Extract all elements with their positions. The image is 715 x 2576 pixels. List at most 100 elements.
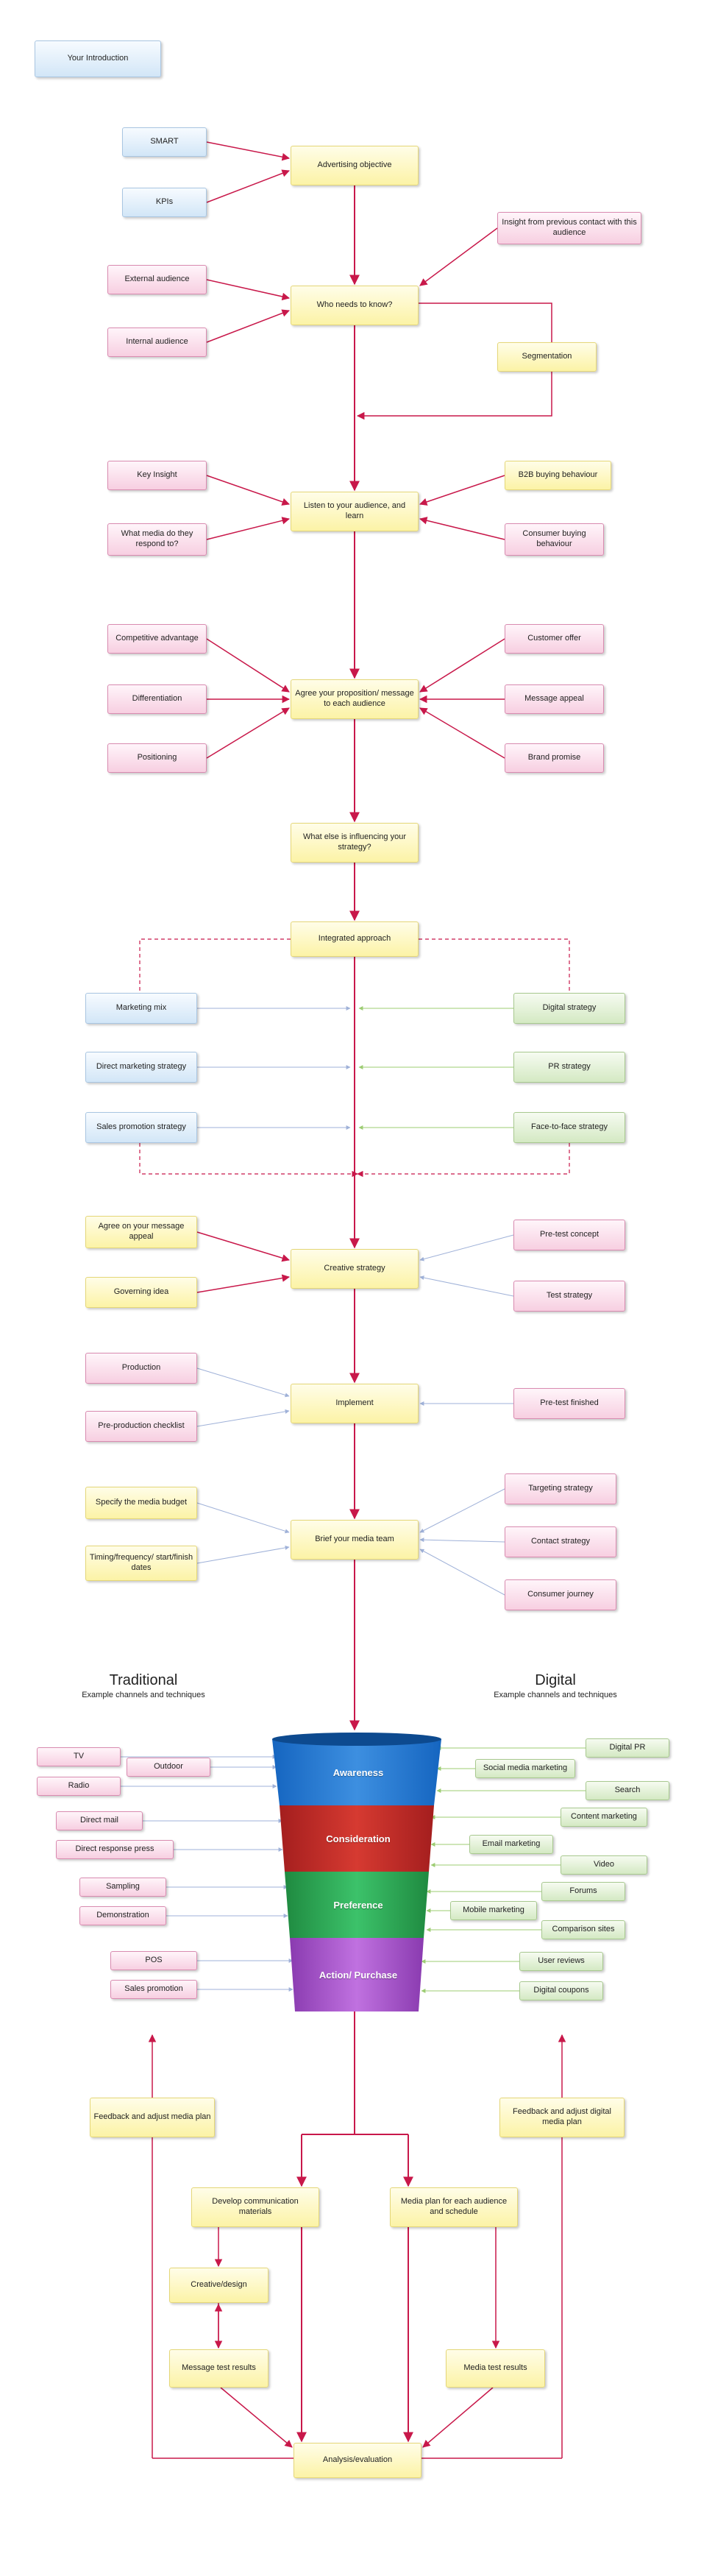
marketing-mix-box: Marketing mix — [85, 993, 197, 1024]
stage-action-purchase: Action/ Purchase — [319, 1969, 398, 1981]
connector-15 — [356, 372, 552, 420]
channel-demonstration: Demonstration — [79, 1906, 166, 1925]
analysis-evaluation-box: Analysis/evaluation — [294, 2443, 421, 2478]
connector-85 — [422, 2387, 494, 2448]
connector-43 — [196, 1502, 290, 1534]
connector-41 — [196, 1409, 290, 1427]
connector-20 — [206, 638, 290, 693]
connector-26 — [139, 938, 291, 991]
funnel-top-rim — [272, 1733, 441, 1746]
channel-user-reviews: User reviews — [519, 1952, 603, 1971]
differentiation-box: Differentiation — [107, 684, 207, 714]
timing-box: Timing/frequency/ start/finish dates — [85, 1546, 197, 1581]
channel-outdoor: Outdoor — [127, 1758, 210, 1777]
connector-39 — [419, 1275, 514, 1297]
channel-video: Video — [561, 1855, 647, 1875]
stage-consideration: Consideration — [326, 1833, 391, 1844]
channel-social-media: Social media marketing — [475, 1759, 575, 1778]
connector-19 — [419, 517, 505, 540]
media-test-box: Media test results — [446, 2349, 545, 2388]
funnel-consideration-band — [280, 1805, 434, 1872]
stage-awareness: Awareness — [332, 1766, 384, 1778]
creative-strategy-box: Creative strategy — [291, 1249, 419, 1289]
connector-28 — [139, 1143, 358, 1178]
face-to-face-box: Face-to-face strategy — [513, 1112, 625, 1143]
stage-preference: Preference — [333, 1899, 383, 1911]
implement-box: Implement — [291, 1384, 419, 1423]
listen-box: Listen to your audience, and learn — [291, 492, 419, 531]
traditional-subtitle: Example channels and techniques — [82, 1691, 205, 1699]
advertising-objective: Advertising objective — [291, 146, 419, 185]
connector-46 — [419, 1538, 505, 1543]
channel-comparison: Comparison sites — [541, 1920, 625, 1939]
traditional-heading: Traditional Example channels and techniq… — [51, 1672, 235, 1699]
funnel-preference-band — [285, 1872, 429, 1938]
connector-16 — [206, 475, 290, 506]
intro-box: Your Introduction — [35, 40, 161, 77]
contact-strategy-box: Contact strategy — [505, 1526, 616, 1557]
connector-40 — [196, 1367, 290, 1398]
channel-sampling: Sampling — [79, 1878, 166, 1897]
smart-box: SMART — [122, 127, 207, 157]
develop-materials-box: Develop communication materials — [191, 2187, 319, 2227]
channel-digital-pr: Digital PR — [586, 1738, 669, 1758]
positioning-box: Positioning — [107, 743, 207, 773]
media-budget-box: Specify the media budget — [85, 1487, 197, 1519]
influencing-box: What else is influencing your strategy? — [291, 823, 419, 863]
direct-marketing-box: Direct marketing strategy — [85, 1052, 197, 1083]
digital-strategy-box: Digital strategy — [513, 993, 625, 1024]
pr-strategy-box: PR strategy — [513, 1052, 625, 1083]
digital-subtitle: Example channels and techniques — [494, 1691, 617, 1699]
channel-mobile: Mobile marketing — [450, 1901, 537, 1920]
consumer-buying-box: Consumer buying behaviour — [505, 523, 604, 556]
connector-12 — [206, 309, 290, 343]
preproduction-box: Pre-production checklist — [85, 1411, 197, 1442]
connector-18 — [419, 475, 505, 506]
connector-25 — [419, 707, 505, 759]
channel-radio: Radio — [37, 1777, 121, 1796]
connector-29 — [357, 1143, 570, 1178]
agree-appeal-box: Agree on your message appeal — [85, 1216, 197, 1248]
channel-pos: POS — [110, 1951, 197, 1970]
connector-36 — [196, 1231, 291, 1262]
governing-idea-box: Governing idea — [85, 1277, 197, 1308]
pretest-finished-box: Pre-test finished — [513, 1388, 625, 1419]
channel-direct-response: Direct response press — [56, 1840, 174, 1859]
connector-22 — [206, 707, 290, 759]
media-plan-schedule-box: Media plan for each audience and schedul… — [390, 2187, 518, 2227]
digital-title: Digital — [535, 1672, 576, 1688]
connector-9 — [206, 141, 291, 161]
production-box: Production — [85, 1353, 197, 1384]
who-needs-to-know: Who needs to know? — [291, 286, 419, 325]
message-appeal-box: Message appeal — [505, 684, 604, 714]
funnel-awareness-band — [272, 1739, 441, 1805]
traditional-title: Traditional — [109, 1672, 178, 1688]
connector-10 — [206, 169, 290, 203]
channel-email: Email marketing — [469, 1835, 553, 1854]
kpis-box: KPIs — [122, 188, 207, 217]
feedback-media-plan-box: Feedback and adjust media plan — [90, 2098, 215, 2137]
funnel-action-band — [290, 1938, 424, 2011]
channel-search: Search — [586, 1781, 669, 1800]
b2b-box: B2B buying behaviour — [505, 461, 611, 490]
internal-audience-box: Internal audience — [107, 328, 207, 357]
connector-45 — [419, 1488, 505, 1533]
sales-promotion-strategy-box: Sales promotion strategy — [85, 1112, 197, 1143]
targeting-strategy-box: Targeting strategy — [505, 1473, 616, 1504]
media-respond-box: What media do they respond to? — [107, 523, 207, 556]
connector-37 — [196, 1274, 291, 1293]
key-insight-box: Key Insight — [107, 461, 207, 490]
consumer-journey-box: Consumer journey — [505, 1579, 616, 1610]
digital-heading: Digital Example channels and techniques — [463, 1672, 647, 1699]
channel-content-marketing: Content marketing — [561, 1808, 647, 1827]
connector-13 — [419, 227, 498, 286]
pretest-concept-box: Pre-test concept — [513, 1220, 625, 1250]
insight-previous-box: Insight from previous contact with this … — [497, 212, 641, 244]
connector-23 — [419, 638, 505, 693]
connector-14 — [419, 302, 552, 342]
test-strategy-box: Test strategy — [513, 1281, 625, 1312]
brief-media-team-box: Brief your media team — [291, 1520, 419, 1560]
connector-27 — [419, 938, 570, 991]
segmentation-box: Segmentation — [497, 342, 597, 372]
